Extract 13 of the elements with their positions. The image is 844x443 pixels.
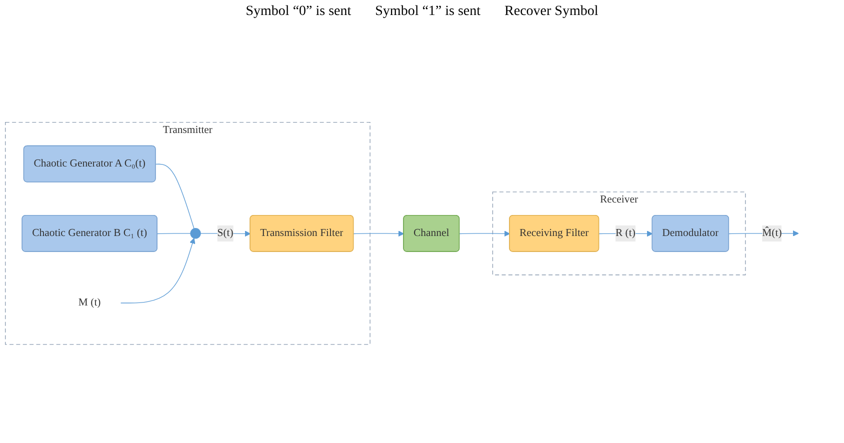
connector xyxy=(155,164,194,230)
edge-label: S(t) xyxy=(217,227,234,239)
connector xyxy=(157,233,191,234)
arrow xyxy=(459,230,510,237)
annotation-text: Symbol “0” is sent xyxy=(246,4,352,20)
node-text: M (t) xyxy=(78,297,101,308)
edge-label: R (t) xyxy=(615,227,636,239)
arrow xyxy=(353,230,404,237)
node-circle xyxy=(190,228,201,239)
arrow xyxy=(120,238,196,304)
edge-label: M̂(t) xyxy=(762,227,782,239)
annotation-text: Recover Symbol xyxy=(504,4,598,20)
annotation-text: Symbol “1” is sent xyxy=(375,4,481,20)
